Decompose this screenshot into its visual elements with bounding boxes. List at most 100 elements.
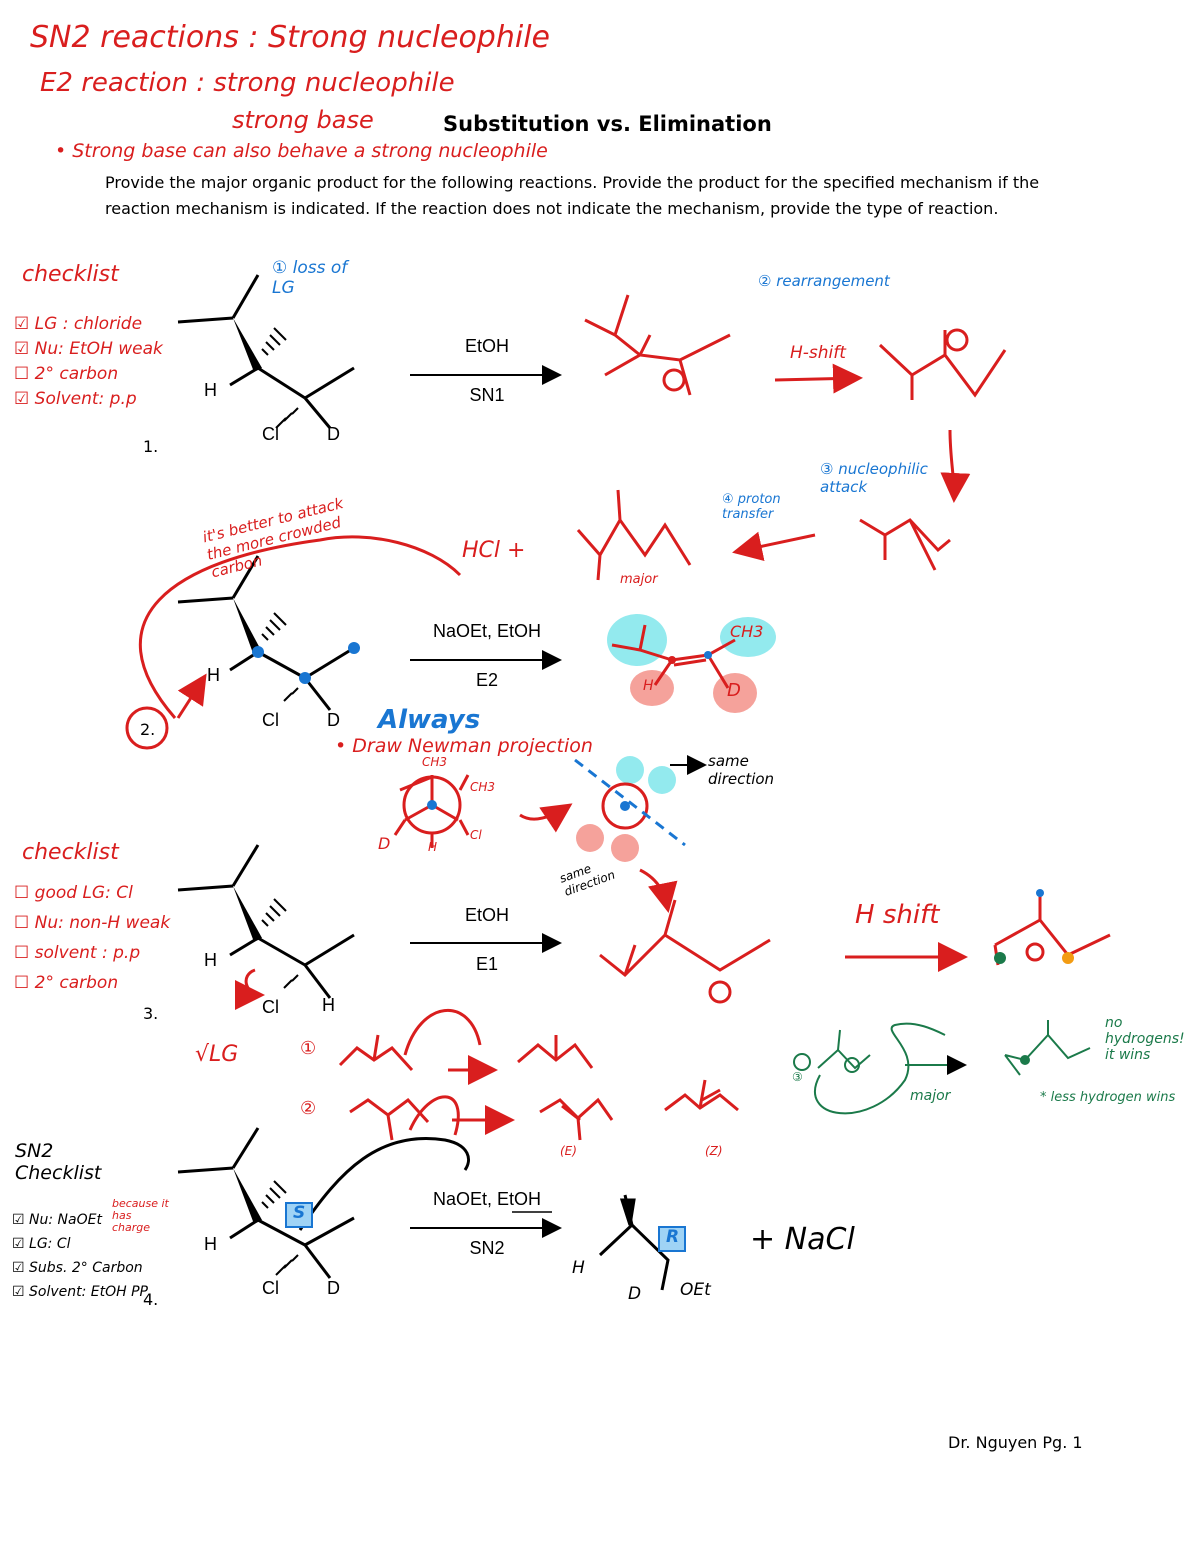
p4-check-item-3: ☑ Subs. 2° Carbon xyxy=(12,1260,143,1276)
note-e2: E2 reaction : strong nucleophile xyxy=(40,68,455,98)
p4-product-oet: OEt xyxy=(680,1280,711,1300)
p1-reagent: EtOH xyxy=(464,336,509,356)
p1-step-nucleophilic-attack: ③ nucleophilic attack xyxy=(820,460,928,496)
p4-checklist: ☑ Nu: NaOEt ☑ LG: Cl ☑ Subs. 2° Carbon ☑… xyxy=(12,1208,148,1304)
problem-4-r-box xyxy=(658,1226,686,1252)
problem-4-attack-curve xyxy=(298,1137,470,1231)
p1-atom-cl: Cl xyxy=(262,424,279,444)
problem-1-annotations xyxy=(125,294,1007,750)
problem-4-reactant xyxy=(177,1127,355,1279)
p1-number: 1. xyxy=(143,437,159,456)
p1-atom-d: D xyxy=(327,424,340,444)
p3-check-item-1: ☐ good LG: Cl xyxy=(14,883,133,903)
p3-lg-note: √LG xyxy=(195,1042,239,1067)
p4-product-h: H xyxy=(572,1258,585,1278)
p3-number: 3. xyxy=(143,1004,159,1023)
p1-check-item-4: ☑ Solvent: p.p xyxy=(14,389,137,409)
p1-checklist: ☑ LG : chloride ☑ Nu: EtOH weak ☐ 2° car… xyxy=(14,312,163,412)
p3-step-1: ① xyxy=(300,1038,317,1059)
newman-label-ch3-right: CH3 xyxy=(470,780,496,794)
problem-2-alpha-dot xyxy=(252,646,264,658)
p2-same-direction: same direction xyxy=(708,752,775,788)
newman-projection-2 xyxy=(519,755,707,862)
newman-label-h: H xyxy=(428,840,438,854)
p2-label-ch3: CH3 xyxy=(730,622,764,641)
p4-check-item-1: ☑ Nu: NaOEt xyxy=(12,1212,102,1228)
p3-reagent: EtOH xyxy=(464,905,509,925)
problem-3-hash xyxy=(261,898,299,989)
problem-3-reactant xyxy=(177,844,355,999)
p4-checklist-title: SN2 Checklist xyxy=(15,1140,102,1184)
p3-check-item-3: ☐ solvent : p.p xyxy=(14,943,141,963)
p4-atom-d: D xyxy=(327,1278,340,1298)
p1-check-item-3: ☐ 2° carbon xyxy=(14,364,119,384)
p1-step-h-shift: H-shift xyxy=(790,343,846,363)
p3-isomer-z: (Z) xyxy=(705,1144,723,1158)
p1-side-product: HCl + xyxy=(462,538,526,563)
p3-h-shift: H shift xyxy=(855,900,940,930)
note-strong-base-nucleophile: • Strong base can also behave a strong n… xyxy=(55,140,548,162)
p2-number: 2. xyxy=(140,720,156,739)
p3-zaitsev-note: no hydrogens! it wins xyxy=(1105,1015,1185,1063)
problem-1-reactant xyxy=(177,274,355,429)
problem-2-hash xyxy=(261,612,299,702)
note-sn2: SN2 reactions : Strong nucleophile xyxy=(30,20,550,55)
p3-step-2: ② xyxy=(300,1098,317,1119)
problem-3-green-annotations xyxy=(793,1020,1091,1115)
p1-checklist-title: checklist xyxy=(22,262,119,287)
p2-always-note: Always xyxy=(378,705,481,735)
p1-mechanism: SN1 xyxy=(469,385,505,405)
p3-isomer-e: (E) xyxy=(560,1144,577,1158)
p1-step-proton-transfer: ④ proton transfer xyxy=(722,492,781,522)
p3-rule-note: * less hydrogen wins xyxy=(1040,1090,1176,1105)
problem-2-reactant xyxy=(177,555,355,711)
p3-checklist: ☐ good LG: Cl ☐ Nu: non-H weak ☐ solvent… xyxy=(14,878,170,998)
p4-check-item-4: ☑ Solvent: EtOH PP xyxy=(12,1284,149,1300)
p4-check-item-2: ☑ LG: Cl xyxy=(12,1236,71,1252)
p4-number: 4. xyxy=(143,1290,159,1309)
instructions: Provide the major organic product for th… xyxy=(105,173,1040,218)
p4-side-product: + NaCl xyxy=(750,1222,855,1257)
p3-checklist-title: checklist xyxy=(22,840,119,865)
problem-2-beta-dot xyxy=(299,672,311,684)
page-footer: Dr. Nguyen Pg. 1 xyxy=(948,1433,1083,1452)
p3-atom-cl: Cl xyxy=(262,997,279,1017)
problem-3-annotations xyxy=(234,868,1111,1141)
p1-check-item-1: ☑ LG : chloride xyxy=(14,314,143,334)
p2-mechanism: E2 xyxy=(475,670,499,690)
problem-4-hash xyxy=(261,1180,299,1276)
p3-step-3: ③ xyxy=(792,1070,803,1084)
p3-atom-h2: H xyxy=(322,995,335,1015)
p4-reagent: NaOEt, EtOH xyxy=(432,1189,542,1209)
problem-2-product xyxy=(607,614,776,713)
p3-check-item-2: ☐ Nu: non-H weak xyxy=(14,913,171,933)
problem-1-hash xyxy=(261,327,299,429)
p2-atom-h: H xyxy=(207,665,220,685)
p4-atom-h: H xyxy=(204,1234,217,1254)
p2-reagent: NaOEt, EtOH xyxy=(432,621,542,641)
p3-mechanism: E1 xyxy=(475,954,499,974)
problem-4-product xyxy=(598,1194,670,1291)
problem-2-methyl-dot xyxy=(348,642,360,654)
p4-atom-cl: Cl xyxy=(262,1278,279,1298)
p1-check-item-2: ☑ Nu: EtOH weak xyxy=(14,339,163,359)
page-title: Substitution vs. Elimination xyxy=(443,112,772,136)
p4-charge-note: because it has charge xyxy=(112,1197,169,1234)
p1-step-loss-lg: ① loss of LG xyxy=(272,258,348,298)
p1-major-label: major xyxy=(620,572,658,587)
p1-atom-h: H xyxy=(204,380,217,400)
p2-label-d: D xyxy=(727,680,741,701)
p3-major: major xyxy=(910,1088,951,1104)
note-strong-base: strong base xyxy=(232,106,374,134)
p4-mechanism: SN2 xyxy=(469,1238,505,1258)
p2-label-h: H xyxy=(643,678,654,694)
newman-label-ch3-top: CH3 xyxy=(422,755,448,769)
p2-atom-cl: Cl xyxy=(262,710,279,730)
p4-product-d: D xyxy=(628,1284,642,1304)
newman-projection-1 xyxy=(393,774,470,848)
newman-label-cl: Cl xyxy=(470,828,482,842)
newman-label-d: D xyxy=(378,834,391,853)
problem-4-s-box xyxy=(285,1202,313,1228)
p3-atom-h: H xyxy=(204,950,217,970)
